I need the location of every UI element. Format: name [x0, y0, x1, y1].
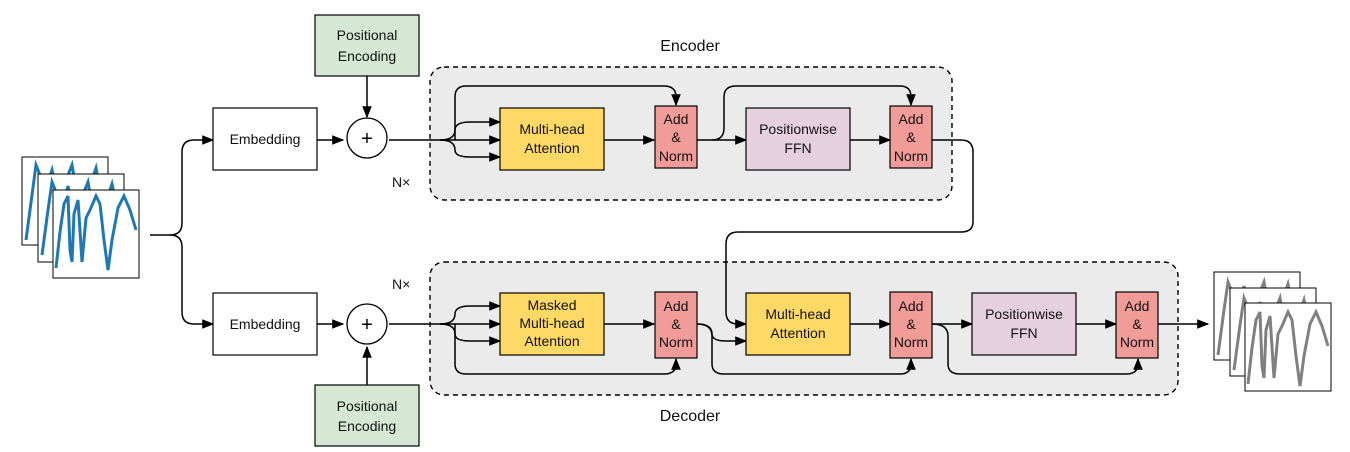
svg-text:Positional: Positional [337, 398, 398, 414]
svg-text:&: & [906, 316, 916, 332]
decoder-add-norm-1-box: Add & Norm [654, 291, 698, 359]
svg-text:Norm: Norm [1120, 334, 1154, 350]
encoder-repeat-label: N× [392, 174, 410, 190]
svg-text:Add: Add [1125, 298, 1150, 314]
encoder-plus-circle: + [346, 117, 388, 159]
svg-text:&: & [1132, 316, 1142, 332]
connections [150, 76, 1210, 385]
decoder-ffn-box: Positionwise FFN [971, 292, 1077, 356]
encoder-positional-encoding-box: Positional Encoding [314, 14, 420, 77]
svg-text:Add: Add [664, 111, 689, 127]
svg-text:Attention: Attention [770, 325, 825, 341]
svg-text:&: & [671, 129, 681, 145]
encoder-ffn-box: Positionwise FFN [745, 107, 851, 171]
svg-text:Multi-head: Multi-head [519, 121, 584, 137]
svg-text:Encoding: Encoding [338, 48, 396, 64]
svg-text:Multi-head: Multi-head [519, 315, 584, 331]
decoder-positional-encoding-box: Positional Encoding [314, 384, 420, 447]
decoder-embedding-label: Embedding [230, 316, 301, 332]
output-series-stack [1213, 271, 1332, 392]
svg-text:Add: Add [899, 298, 924, 314]
decoder-multihead-attention-box: Multi-head Attention [745, 292, 851, 356]
svg-text:Norm: Norm [659, 334, 693, 350]
decoder-repeat-label: N× [392, 276, 410, 292]
svg-text:Positional: Positional [337, 27, 398, 43]
svg-text:Encoding: Encoding [338, 418, 396, 434]
decoder-plus-circle: + [346, 303, 388, 345]
encoder-embedding-box: Embedding [212, 107, 318, 171]
svg-text:Multi-head: Multi-head [765, 306, 830, 322]
svg-text:Norm: Norm [894, 334, 928, 350]
svg-text:Norm: Norm [659, 148, 693, 164]
decoder-add-norm-2-box: Add & Norm [889, 291, 933, 359]
svg-text:&: & [671, 316, 681, 332]
svg-text:Positionwise: Positionwise [759, 121, 837, 137]
svg-text:&: & [906, 129, 916, 145]
input-series-stack [21, 156, 140, 279]
decoder-title: Decoder [660, 408, 721, 425]
svg-text:Attention: Attention [524, 140, 579, 156]
decoder-masked-attention-box: Masked Multi-head Attention [499, 292, 605, 356]
svg-text:+: + [361, 128, 373, 150]
svg-text:FFN: FFN [1010, 325, 1037, 341]
svg-text:Add: Add [899, 111, 924, 127]
svg-text:Add: Add [664, 298, 689, 314]
svg-text:Attention: Attention [524, 333, 579, 349]
encoder-add-norm-1-box: Add & Norm [654, 105, 698, 169]
decoder-add-norm-3-box: Add & Norm [1115, 291, 1159, 359]
svg-text:FFN: FFN [784, 140, 811, 156]
svg-text:Masked: Masked [527, 297, 576, 313]
decoder-embedding-box: Embedding [212, 292, 318, 356]
svg-text:+: + [361, 314, 373, 336]
encoder-add-norm-2-box: Add & Norm [889, 105, 933, 169]
encoder-embedding-label: Embedding [230, 131, 301, 147]
encoder-title: Encoder [660, 38, 720, 55]
encoder-multihead-attention-box: Multi-head Attention [499, 107, 605, 171]
svg-text:Norm: Norm [894, 148, 928, 164]
svg-text:Positionwise: Positionwise [985, 306, 1063, 322]
